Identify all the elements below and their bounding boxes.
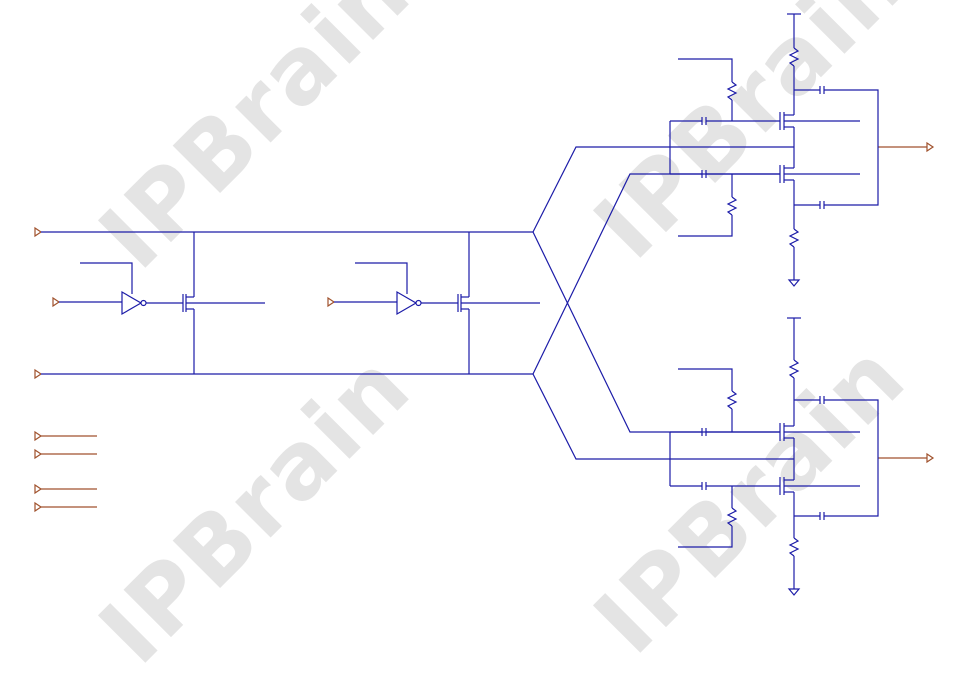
circuit-schematic <box>34 13 935 596</box>
input-port-5[interactable] <box>34 430 43 442</box>
inverter-1 <box>121 290 143 316</box>
ground-symbol <box>787 588 801 596</box>
switch-transistor-2 <box>457 294 540 312</box>
resistor-bottom-bias-2 <box>726 507 738 527</box>
resistor-bottom-ground <box>788 537 800 557</box>
ground-symbol <box>787 279 801 287</box>
input-port-1[interactable] <box>34 226 43 238</box>
input-port-4[interactable] <box>327 296 336 308</box>
input-port-6[interactable] <box>34 448 43 460</box>
driver-block-top <box>669 13 879 287</box>
input-port-2[interactable] <box>34 368 43 380</box>
output-port-1[interactable] <box>926 141 935 153</box>
input-port-8[interactable] <box>34 501 43 513</box>
output-ports <box>878 141 935 464</box>
input-ports <box>34 226 336 513</box>
resistor-top-bias-2 <box>726 196 738 216</box>
input-port-3[interactable] <box>52 296 61 308</box>
output-port-2[interactable] <box>926 452 935 464</box>
driver-block-bottom <box>669 317 879 596</box>
switch-transistor-1 <box>182 294 265 312</box>
resistor-top-bias-1 <box>726 81 738 101</box>
resistor-bottom-supply <box>788 359 800 379</box>
stage-2 <box>334 232 540 374</box>
input-port-7[interactable] <box>34 483 43 495</box>
inverter-2 <box>396 290 418 316</box>
resistor-top-supply <box>788 47 800 67</box>
resistor-top-ground <box>788 228 800 248</box>
resistor-bottom-bias-1 <box>726 390 738 410</box>
stage-1 <box>59 232 265 374</box>
